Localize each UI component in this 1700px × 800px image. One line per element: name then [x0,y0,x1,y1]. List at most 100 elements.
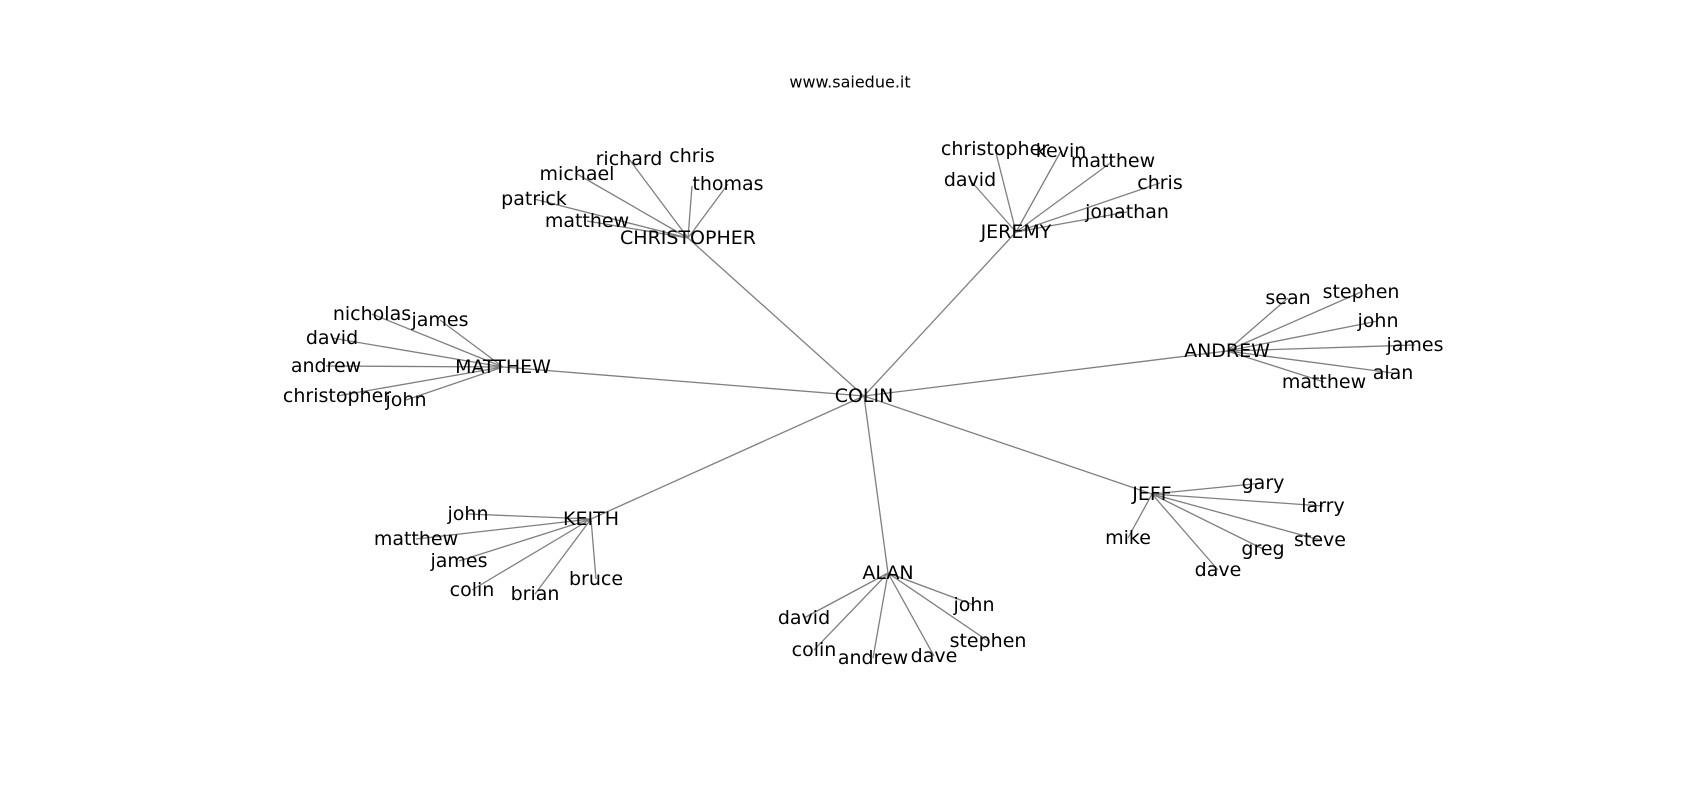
edge-jeremy-kevin [1015,150,1062,233]
leaf-matthew-nicholas: nicholas [333,303,411,325]
edge-andrew-james [1226,344,1416,352]
node-alan: ALAN [862,562,913,584]
edge-jeff-larry [1151,493,1324,507]
edge-keith-colin [471,518,592,591]
edge-keith-bruce [590,518,597,580]
edge-keith-james [458,518,592,562]
leaf-alan-andrew: andrew [838,647,908,669]
edge-jeff-greg [1151,493,1264,550]
node-jeff: JEFF [1131,483,1171,505]
node-matthew: MATTHEW [455,356,551,378]
leaf-jeff-steve: steve [1294,529,1346,551]
leaf-christopher-chris: chris [669,145,714,167]
edge-jeff-mike [1127,493,1153,539]
edge-keith-matthew [415,518,592,540]
node-keith: KEITH [563,508,619,530]
leaf-jeremy-david: david [944,169,996,191]
leaf-christopher-thomas: thomas [692,173,763,195]
node-christopher: CHRISTOPHER [620,227,756,249]
edge-jeff-steve [1151,493,1321,541]
leaf-keith-bruce: bruce [569,568,623,590]
edge-alan-colin [813,572,889,651]
edge-jeremy-jonathan [1015,211,1128,233]
leaf-christopher-michael: michael [540,163,615,185]
edge-alan-john [887,572,975,606]
edge-jeremy-matthew [1015,160,1114,233]
edge-matthew-christopher [336,366,504,397]
edge-andrew-stephen [1226,291,1362,352]
leaf-christopher-richard: richard [596,148,663,170]
edge-jeff-gary [1151,482,1264,495]
edge-matthew-james [439,319,504,368]
edge-christopher-patrick [533,198,689,239]
leaf-alan-john: john [953,594,995,616]
edge-alan-dave [887,572,935,657]
leaf-keith-matthew: matthew [374,528,458,550]
node-jeremy: JEREMY [980,221,1052,243]
leaf-alan-stephen: stephen [950,630,1027,652]
node-andrew: ANDREW [1184,340,1270,362]
edge-alan-david [803,572,889,619]
edge-jeremy-david [969,179,1017,233]
leaf-alan-david: david [778,607,830,629]
leaf-christopher-matthew: matthew [545,210,629,232]
edge-christopher-thomas [687,183,729,239]
leaf-jeremy-kevin: kevin [1036,140,1087,162]
leaf-jeff-gary: gary [1242,472,1285,494]
leaf-matthew-andrew: andrew [291,355,361,377]
leaf-andrew-stephen: stephen [1323,281,1400,303]
edge-colin-jeremy [863,231,1017,397]
edge-andrew-alan [1226,350,1394,374]
leaf-christopher-patrick: patrick [501,188,567,210]
leaf-matthew-christopher: christopher [283,385,391,407]
leaf-andrew-sean: sean [1265,287,1310,309]
edge-christopher-michael [576,173,689,239]
edge-alan-stephen [887,572,989,642]
edge-andrew-sean [1226,297,1289,352]
leaf-matthew-david: david [306,327,358,349]
leaf-jeremy-christopher: christopher [941,138,1049,160]
edge-andrew-matthew [1226,350,1325,383]
edge-christopher-chris [687,185,693,239]
edge-matthew-david [331,337,504,368]
edge-keith-brian [534,518,592,595]
nodes-layer: COLIN CHRISTOPHER richard chris michael thoma… [283,138,1444,669]
edge-matthew-john [405,366,504,401]
leaf-jeff-mike: mike [1105,527,1151,549]
edge-christopher-richard [628,158,689,239]
edge-jeremy-chris [1015,182,1161,233]
leaf-matthew-james: james [410,309,468,331]
leaf-matthew-john: john [385,389,427,411]
edge-colin-matthew [502,366,865,397]
leaf-jeremy-matthew: matthew [1071,150,1155,172]
leaf-andrew-james: james [1385,334,1443,356]
edge-keith-john [467,513,592,520]
edge-colin-jeff [863,395,1153,495]
node-colin: COLIN [835,385,894,407]
leaf-keith-james: james [429,550,487,572]
edges-layer [325,148,1416,659]
leaf-jeremy-jonathan: jonathan [1084,201,1169,223]
leaf-jeremy-chris: chris [1137,172,1182,194]
edge-jeremy-christopher [994,148,1017,233]
leaf-jeff-greg: greg [1241,538,1284,560]
edge-andrew-john [1226,320,1379,352]
leaf-andrew-john: john [1357,310,1399,332]
leaf-andrew-alan: alan [1373,362,1414,384]
edge-christopher-matthew [586,220,689,239]
edge-colin-christopher [687,237,865,397]
edge-colin-alan [863,395,889,574]
diagram-title: www.saiedue.it [789,73,910,92]
edge-matthew-andrew [325,365,504,368]
leaf-alan-colin: colin [792,639,837,661]
leaf-keith-brian: brian [511,583,560,605]
leaf-alan-dave: dave [911,645,958,667]
leaf-jeff-larry: larry [1301,495,1344,517]
leaf-jeff-dave: dave [1195,559,1242,581]
edge-colin-keith [590,395,865,520]
leaf-keith-john: john [447,503,489,525]
leaf-keith-colin: colin [450,579,495,601]
edge-matthew-nicholas [371,313,504,368]
edge-colin-andrew [863,350,1228,397]
